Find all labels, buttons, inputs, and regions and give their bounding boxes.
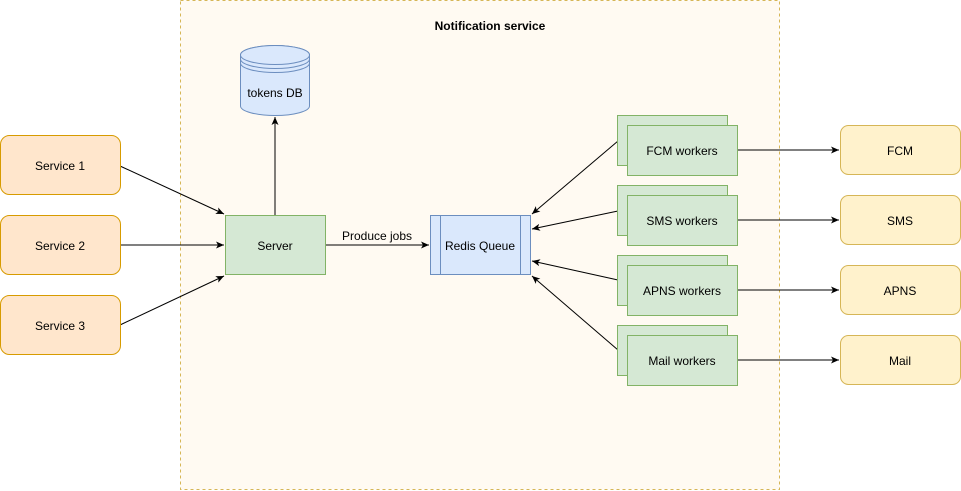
dest-apns: APNS: [840, 265, 961, 315]
edge-service3-server: [119, 275, 225, 326]
service-2-label: Service 2: [35, 239, 85, 253]
fcm-workers: FCM workers: [617, 115, 738, 176]
redis-queue: Redis Queue: [430, 215, 531, 275]
mail-workers-label: Mail workers: [648, 354, 715, 368]
mail-workers: Mail workers: [617, 325, 738, 386]
fcm-workers-label: FCM workers: [646, 144, 717, 158]
edges: [119, 117, 839, 364]
service-1-label: Service 1: [35, 159, 85, 173]
service-2: Service 2: [0, 215, 121, 275]
apns-workers-label: APNS workers: [643, 284, 721, 298]
edge-mail-queue: [531, 275, 619, 351]
dest-sms: SMS: [840, 195, 961, 245]
service-3-label: Service 3: [35, 319, 85, 333]
tokens-db-label: tokens DB: [247, 86, 302, 100]
edge-label-produce-jobs: Produce jobs: [342, 229, 412, 243]
redis-queue-label: Redis Queue: [445, 239, 515, 253]
server-node: Server: [225, 215, 326, 275]
service-1: Service 1: [0, 135, 121, 195]
dest-fcm-label: FCM: [887, 144, 913, 158]
apns-workers: APNS workers: [617, 255, 738, 316]
edge-apns-queue: [531, 259, 619, 281]
edge-service1-server: [119, 165, 225, 215]
sms-workers: SMS workers: [617, 185, 738, 246]
dest-fcm: FCM: [840, 125, 961, 175]
dest-sms-label: SMS: [887, 214, 913, 228]
edge-fcm-queue: [531, 140, 619, 215]
dest-mail: Mail: [840, 335, 961, 385]
sms-workers-label: SMS workers: [646, 214, 717, 228]
dest-apns-label: APNS: [884, 284, 917, 298]
dest-mail-label: Mail: [889, 354, 911, 368]
container-title: Notification service: [435, 19, 546, 33]
tokens-db: tokens DB: [240, 45, 310, 116]
server-label: Server: [257, 239, 292, 253]
service-3: Service 3: [0, 295, 121, 355]
edge-sms-queue: [531, 210, 619, 231]
